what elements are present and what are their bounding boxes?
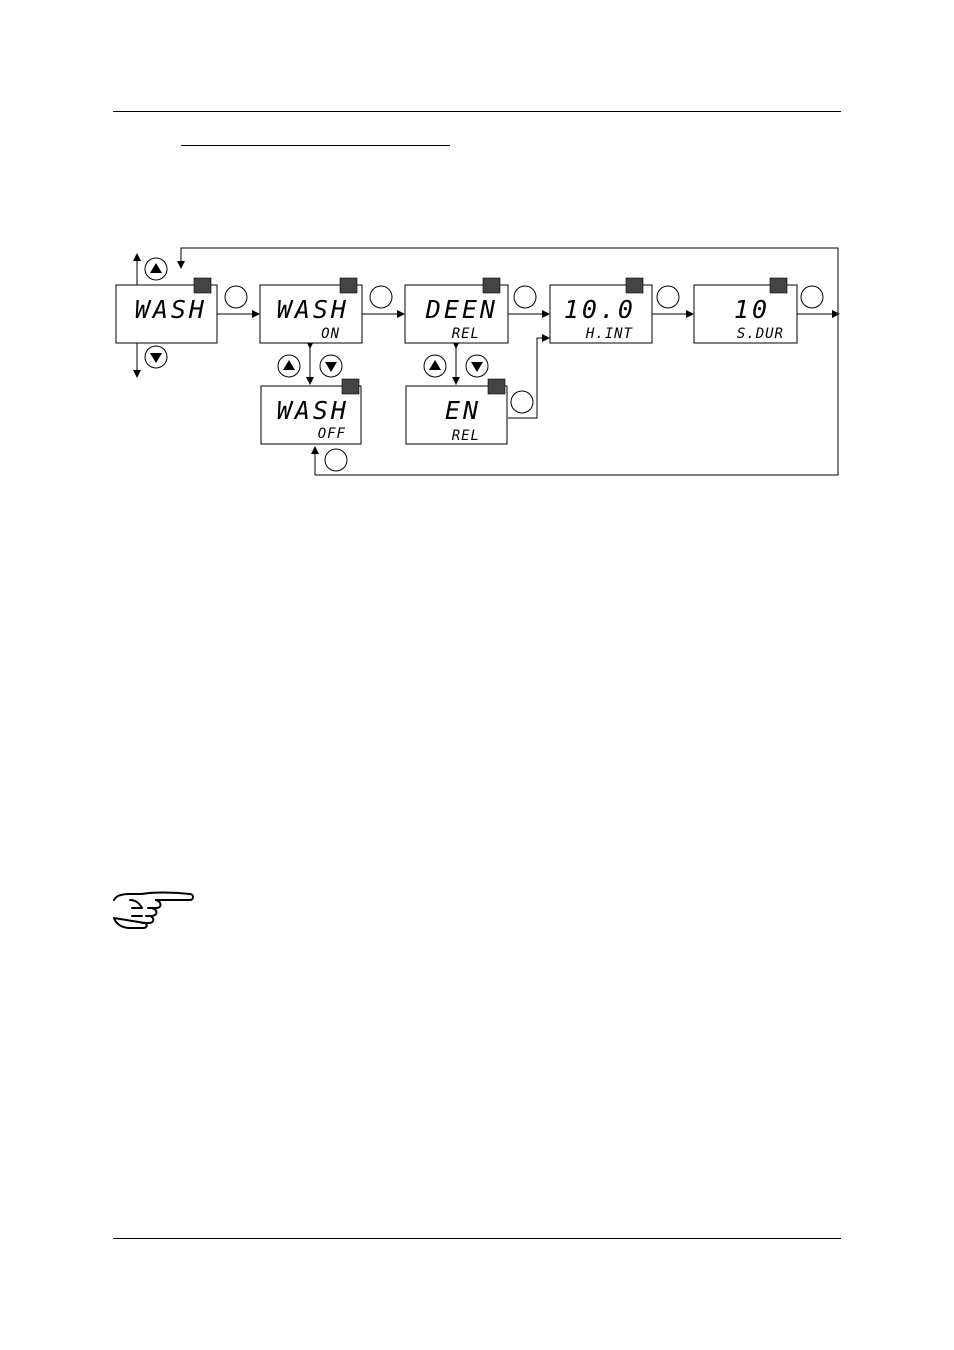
display-main-text: 10.0 — [564, 295, 636, 324]
display-main-text: EN — [445, 396, 481, 425]
indicator-square-icon — [340, 278, 357, 293]
display-main-text: WASH — [135, 295, 207, 324]
up-arrow-button-icon — [424, 355, 446, 377]
display-sub-text: S.DUR — [737, 326, 784, 342]
footer-rule — [113, 1238, 841, 1239]
display-main-text: WASH — [277, 396, 349, 425]
display-main-text: WASH — [277, 295, 349, 324]
indicator-square-icon — [770, 278, 787, 293]
display-hint: 10.0H.INT — [550, 278, 652, 343]
display-sub-text: ON — [321, 326, 340, 342]
enter-button-icon — [325, 449, 347, 471]
display-sdur: 10S.DUR — [694, 278, 797, 343]
indicator-square-icon — [194, 278, 211, 293]
indicator-square-icon — [483, 278, 500, 293]
enter-button-icon — [225, 286, 247, 308]
up-arrow-button-icon — [278, 355, 300, 377]
down-arrow-button-icon — [320, 355, 342, 377]
enter-button-icon — [511, 391, 533, 413]
display-wash-on: WASH ON — [260, 278, 362, 343]
up-arrow-button-icon — [145, 258, 167, 280]
enter-button-icon — [370, 286, 392, 308]
indicator-square-icon — [342, 379, 359, 394]
indicator-square-icon — [488, 379, 505, 394]
enter-button-icon — [514, 286, 536, 308]
indicator-square-icon — [626, 278, 643, 293]
display-sub-text: REL — [452, 326, 480, 342]
display-wash-menu: WASH — [116, 278, 217, 343]
display-sub-text: OFF — [318, 426, 346, 442]
display-en-rel: EN REL — [406, 379, 507, 444]
display-sub-text: REL — [452, 428, 480, 444]
down-arrow-button-icon — [466, 355, 488, 377]
enter-button-icon — [801, 286, 823, 308]
display-deen-rel: DEEN REL — [405, 278, 508, 343]
down-arrow-button-icon — [145, 346, 167, 368]
display-main-text: 10 — [734, 295, 770, 324]
display-sub-text: H.INT — [585, 326, 634, 342]
display-main-text: DEEN — [425, 295, 498, 324]
enter-button-icon — [657, 286, 679, 308]
pointing-hand-icon — [112, 886, 196, 930]
